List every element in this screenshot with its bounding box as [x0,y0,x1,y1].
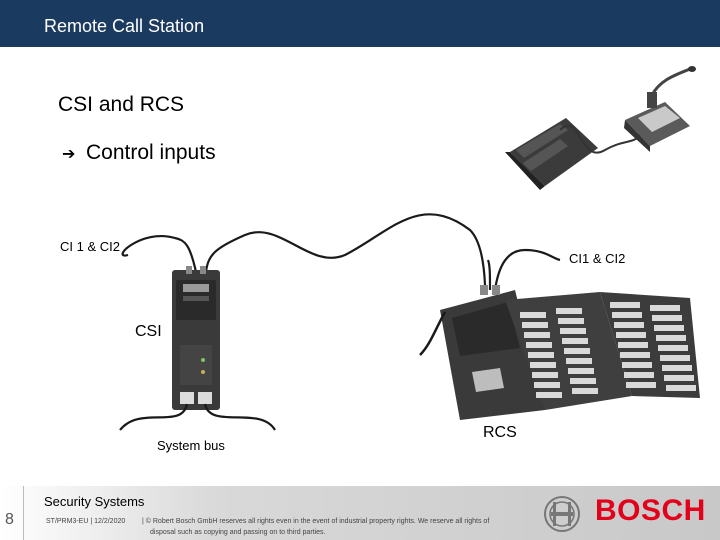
footer-copyright-line2: disposal such as copying and passing on … [150,529,326,536]
ci-cable-link [204,213,487,286]
label-system-bus: System bus [157,438,225,453]
slide-subtitle: CSI and RCS [58,93,185,116]
rcs-button-column-mid [556,308,598,394]
slide-header-title: Remote Call Station [44,16,205,36]
thumbnail-cable [559,124,641,154]
ci-cable-left-1 [121,235,198,273]
ci-cable-right-2 [486,259,492,291]
label-rcs: RCS [483,424,517,441]
footer-department: Security Systems [44,494,145,509]
csi-device [172,266,220,410]
footer-divider [23,486,24,540]
diagram-illustration [119,66,700,431]
footer: 8 [0,486,720,540]
rcs-button-column-right [610,302,696,391]
system-bus-cable-right [203,403,276,431]
system-bus-cable-left [119,403,189,431]
right-arrow-icon: ➔ [62,146,76,163]
page-number: 8 [5,511,14,528]
label-ci-left: CI 1 & CI2 [60,239,120,254]
rcs-device [419,285,700,420]
bosch-brand-wordmark: BOSCH [595,494,706,527]
product-photo-thumbnail [505,66,696,190]
header-bar: Remote Call Station [0,0,720,47]
microphone-thumbnail-device [624,66,696,152]
label-ci-right: CI1 & CI2 [569,251,626,266]
label-csi: CSI [135,323,162,340]
ci-cable-right [493,248,561,291]
bosch-armature-logo-icon [544,496,580,532]
footer-doc-ref: ST/PRM3-EU | 12/2/2020 [46,518,126,525]
footer-copyright-line1: | © Robert Bosch GmbH reserves all right… [142,518,490,525]
bullet-control-inputs: Control inputs [86,141,216,164]
footer-gradient-band [0,486,720,540]
rcs-button-column-left [520,312,562,398]
csi-thumbnail-device [505,118,598,190]
